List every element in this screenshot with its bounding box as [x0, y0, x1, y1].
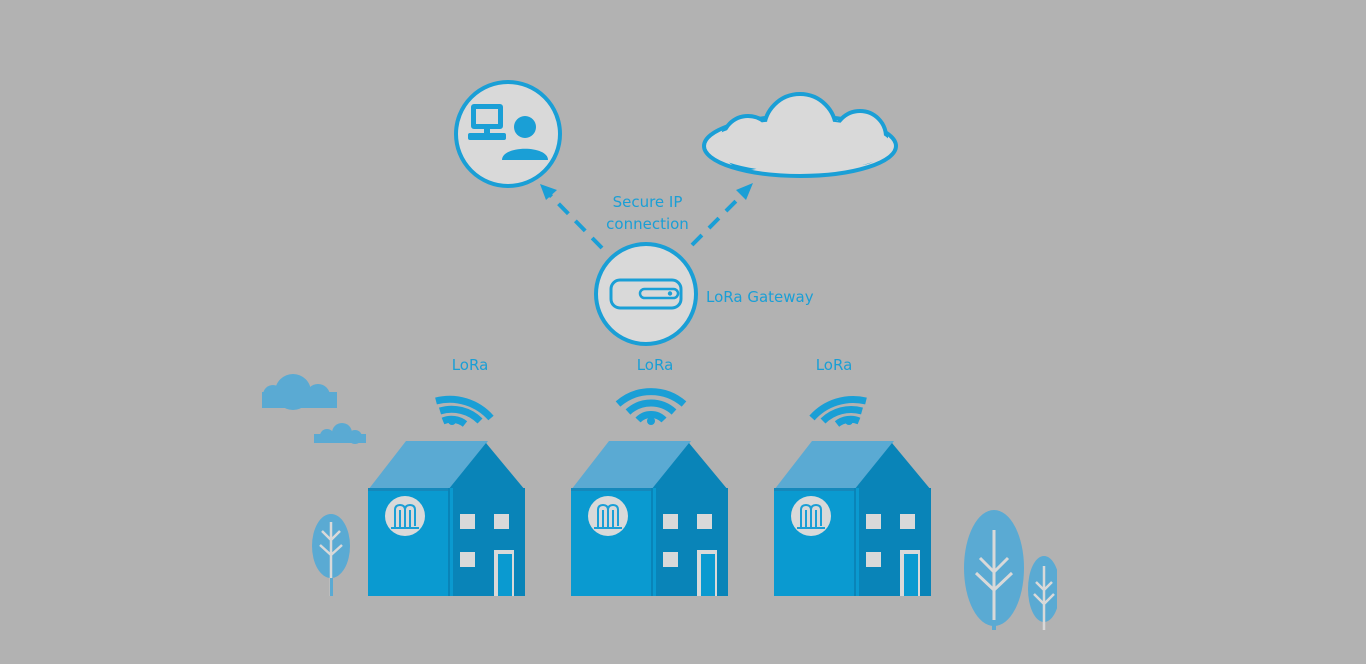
lora-label-1: LoRa — [451, 356, 489, 374]
meter-icon — [791, 496, 831, 536]
arrow-head-user — [540, 184, 557, 200]
house-2 — [571, 441, 728, 596]
wifi-signal-icon-1 — [435, 395, 494, 427]
gateway-device-icon — [609, 278, 683, 310]
secure-ip-label-line1: Secure IP — [612, 193, 683, 211]
meter-icon — [385, 496, 425, 536]
arrow-head-cloud — [736, 183, 753, 200]
lora-label-3: LoRa — [815, 356, 853, 374]
wifi-signal-icon-3 — [809, 395, 867, 427]
wifi-signal-icon-2 — [615, 388, 687, 425]
cloud-icon — [702, 92, 898, 178]
connection-arrows — [540, 183, 753, 250]
tree-icon-right-small — [1028, 548, 1069, 638]
small-cloud-icon-1 — [262, 374, 337, 410]
gateway-node — [594, 242, 698, 346]
tree-icon-right-large — [964, 510, 1024, 630]
lora-label-2: LoRa — [636, 356, 674, 374]
gateway-label: LoRa Gateway — [706, 288, 814, 306]
meter-icon — [588, 496, 628, 536]
house-1 — [368, 441, 525, 596]
computer-user-icon — [468, 104, 548, 160]
tree-icon-left — [312, 514, 350, 596]
arrow-to-user — [545, 190, 604, 250]
user-workstation-node — [454, 80, 562, 188]
secure-ip-label-line2: connection — [606, 215, 689, 233]
house-3 — [774, 441, 931, 596]
secure-ip-label: Secure IP connection — [590, 191, 705, 235]
arrow-to-cloud — [690, 189, 748, 247]
small-cloud-icon-2 — [314, 423, 366, 444]
